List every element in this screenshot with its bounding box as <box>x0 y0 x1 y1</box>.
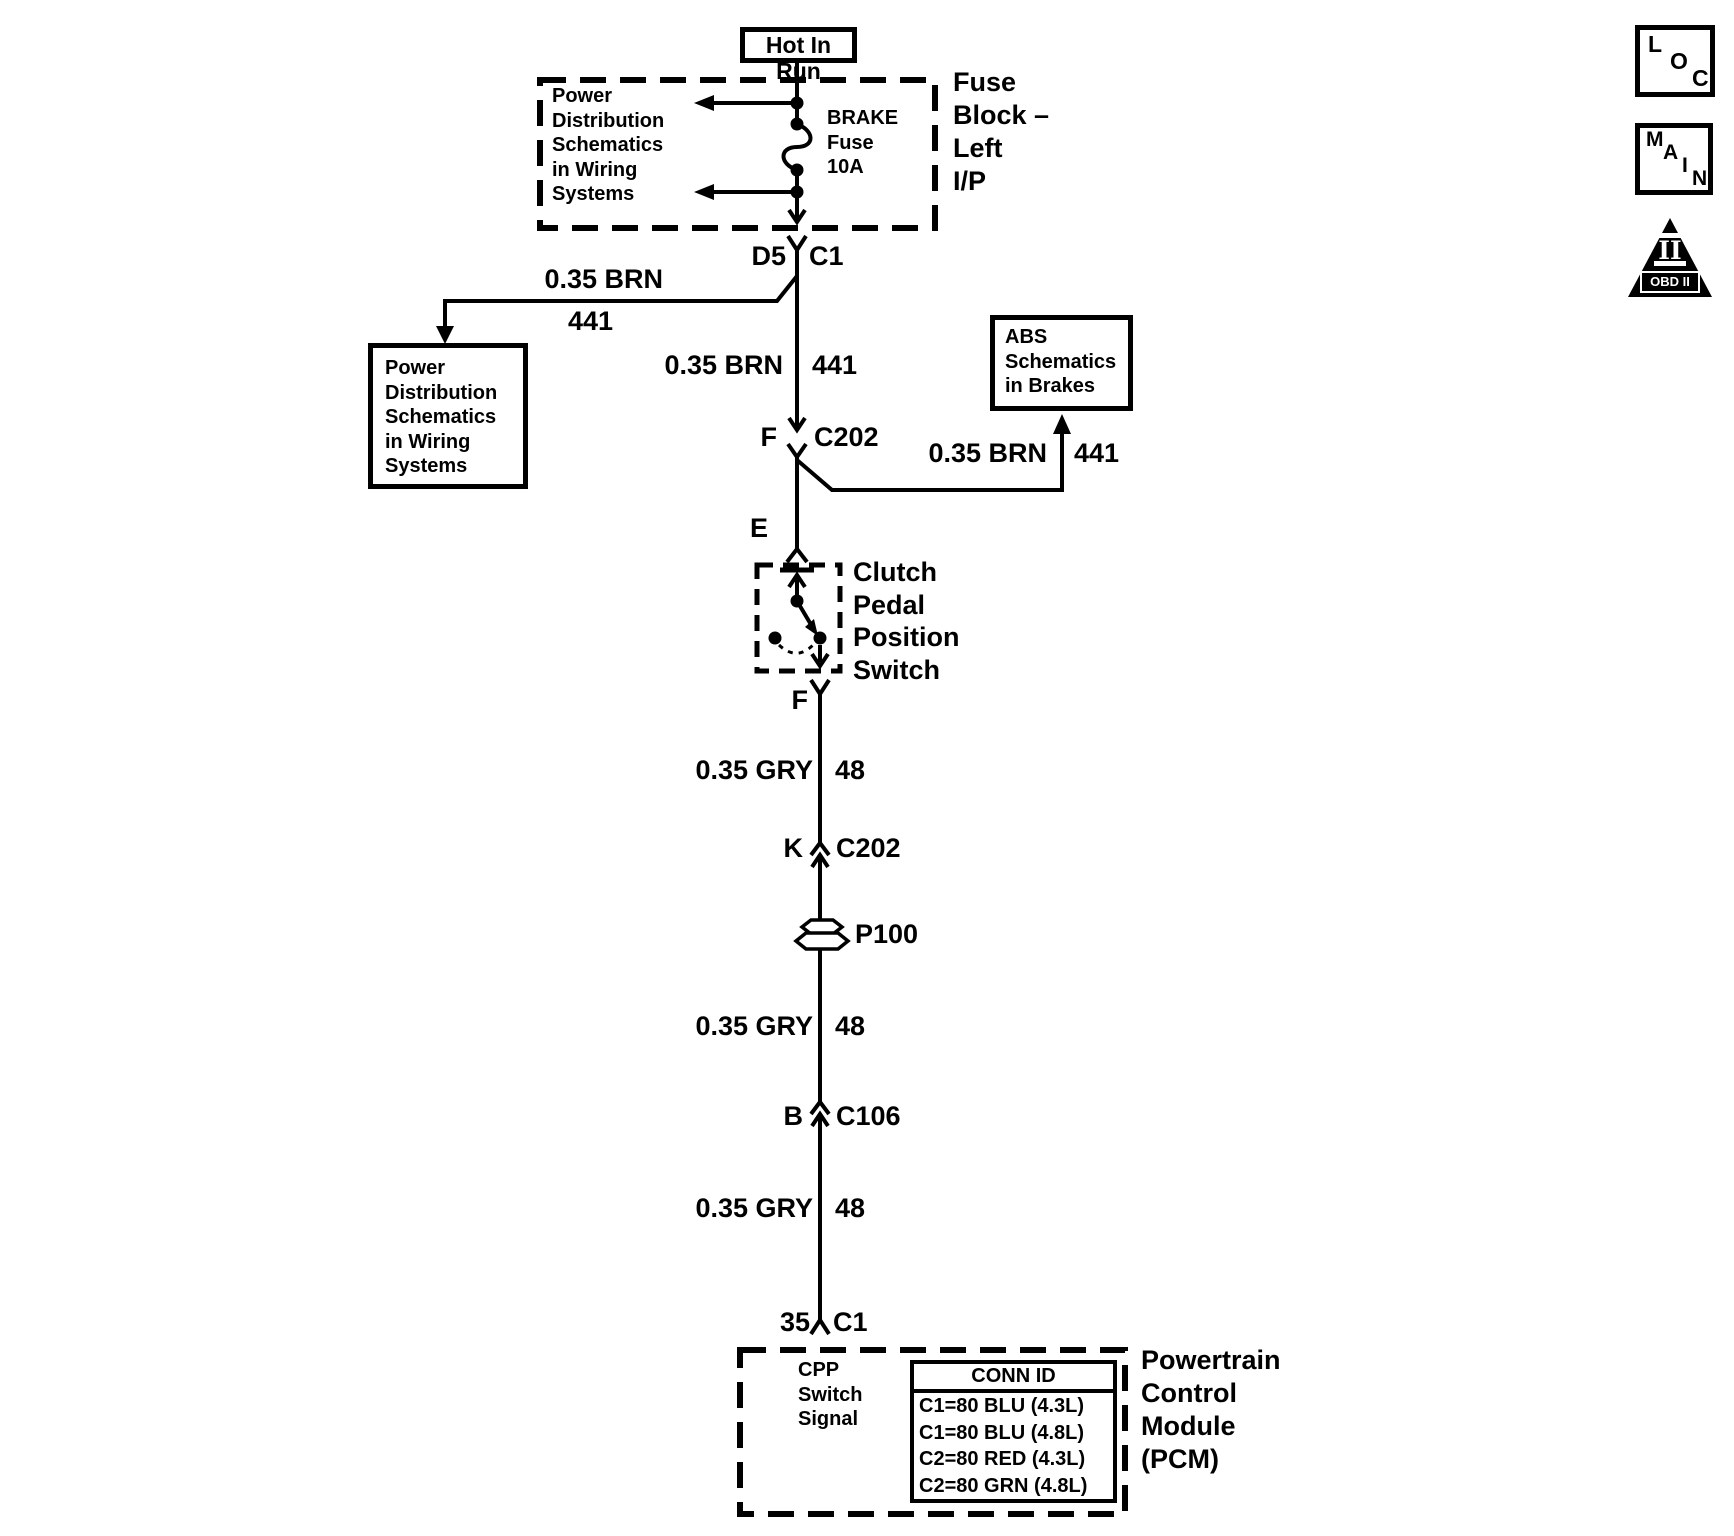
connector-c1-label: C1 <box>809 241 844 271</box>
conn-id-header: CONN ID <box>914 1364 1113 1393</box>
wire-to-switch <box>780 457 814 573</box>
obd2-pillar-icon <box>1654 233 1686 238</box>
wire-gry1-label: 0.35 GRY <box>695 755 813 785</box>
pin-b-label: B <box>783 1101 804 1131</box>
conn-id-row: C1=80 BLU (4.8L) <box>919 1421 1085 1444</box>
branch-abs-wire-label: 0.35 BRN <box>928 438 1047 468</box>
clutch-switch-label: Clutch Pedal Position Switch <box>853 557 960 685</box>
wire-gry2-circuit: 48 <box>835 1011 866 1041</box>
obd2-label: OBD II <box>1640 271 1700 293</box>
inline-connector-35-c1-icon <box>809 1318 831 1336</box>
conn-id-table: CONN ID C1=80 BLU (4.3L) C1=80 BLU (4.8L… <box>910 1360 1117 1503</box>
feed-wire <box>694 62 807 226</box>
branch-power-circuit-label: 441 <box>568 306 614 336</box>
grommet-p100-label: P100 <box>855 919 919 949</box>
wire-brn-circuit: 441 <box>812 350 858 380</box>
wire-brn-label: 0.35 BRN <box>664 350 783 380</box>
pin-35-label: 35 <box>779 1307 810 1337</box>
connector-c202-k-label: C202 <box>836 833 901 863</box>
inline-connector-d5-c1-icon <box>786 234 808 276</box>
pin-f-out-label: F <box>791 685 809 715</box>
main-letter: A <box>1663 141 1679 164</box>
wire-brn-segment <box>787 276 807 434</box>
pin-d5-label: D5 <box>751 241 786 271</box>
wire-gry3-circuit: 48 <box>835 1193 866 1223</box>
pcm-outline <box>737 1347 1128 1517</box>
abs-reference-box: ABS Schematics in Brakes <box>990 315 1133 411</box>
main-letter: M <box>1646 128 1664 151</box>
main-letter: N <box>1692 167 1708 190</box>
branch-power-dist-wire <box>436 274 799 344</box>
wire-gry3-label: 0.35 GRY <box>695 1193 813 1223</box>
loc-badge: L O C <box>1635 25 1715 97</box>
clutch-switch-icon <box>754 562 843 674</box>
cpp-signal-label: CPP Switch Signal <box>798 1359 863 1430</box>
loc-letter: C <box>1692 65 1709 91</box>
loc-letter: O <box>1670 48 1688 74</box>
fuse-block-note: Power Distribution Schematics in Wiring … <box>552 85 665 205</box>
pin-k-label: K <box>783 833 804 863</box>
obd2-numeral: II <box>1658 236 1681 265</box>
power-dist-reference-box: Power Distribution Schematics in Wiring … <box>368 343 528 489</box>
conn-id-row: C2=80 GRN (4.8L) <box>919 1474 1088 1497</box>
conn-id-row: C2=80 RED (4.3L) <box>919 1448 1086 1470</box>
branch-abs-circuit-label: 441 <box>1074 438 1120 468</box>
brake-fuse-label: BRAKE Fuse 10A <box>827 107 899 178</box>
connector-c1-pcm-label: C1 <box>833 1307 868 1337</box>
connector-c106-label: C106 <box>836 1101 901 1131</box>
branch-power-wire-label: 0.35 BRN <box>544 264 663 294</box>
loc-letter: L <box>1648 31 1663 57</box>
fuse-block-title: Fuse Block – Left I/P <box>953 67 1050 196</box>
fuse-block-outline <box>537 77 938 231</box>
main-letter: I <box>1682 154 1688 177</box>
hot-in-run-label: Hot In Run <box>740 27 857 84</box>
connector-c202-label: C202 <box>814 422 879 452</box>
grommet-p100-icon <box>793 918 851 951</box>
pcm-title: Powertrain Control Module (PCM) <box>1141 1345 1281 1474</box>
conn-id-row: C1=80 BLU (4.3L) <box>919 1395 1085 1417</box>
pin-f-label: F <box>760 422 778 452</box>
wire-gry2-label: 0.35 GRY <box>695 1011 813 1041</box>
inline-connector-f-c202-icon <box>786 442 808 459</box>
pin-e-label: E <box>749 513 768 543</box>
branch-abs-wire <box>795 414 1071 492</box>
main-badge: M A I N <box>1635 123 1713 195</box>
fuse-icon <box>781 122 813 172</box>
wire-gry1-circuit: 48 <box>835 755 866 785</box>
inline-connector-f-icon <box>809 678 831 696</box>
